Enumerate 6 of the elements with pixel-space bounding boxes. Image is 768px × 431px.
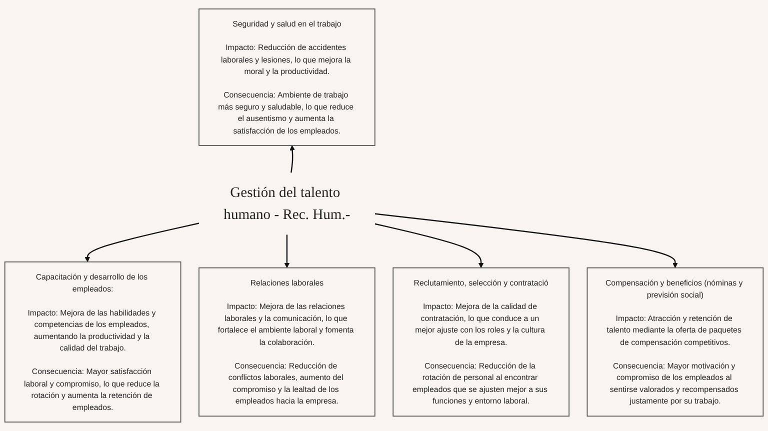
arrow [374, 213, 678, 268]
arrow [290, 145, 296, 173]
arrow [84, 222, 200, 262]
node-text: Gestión del talento humano - Rec. Hum.- [224, 184, 350, 222]
arrow [374, 223, 484, 268]
arrow [284, 234, 290, 268]
